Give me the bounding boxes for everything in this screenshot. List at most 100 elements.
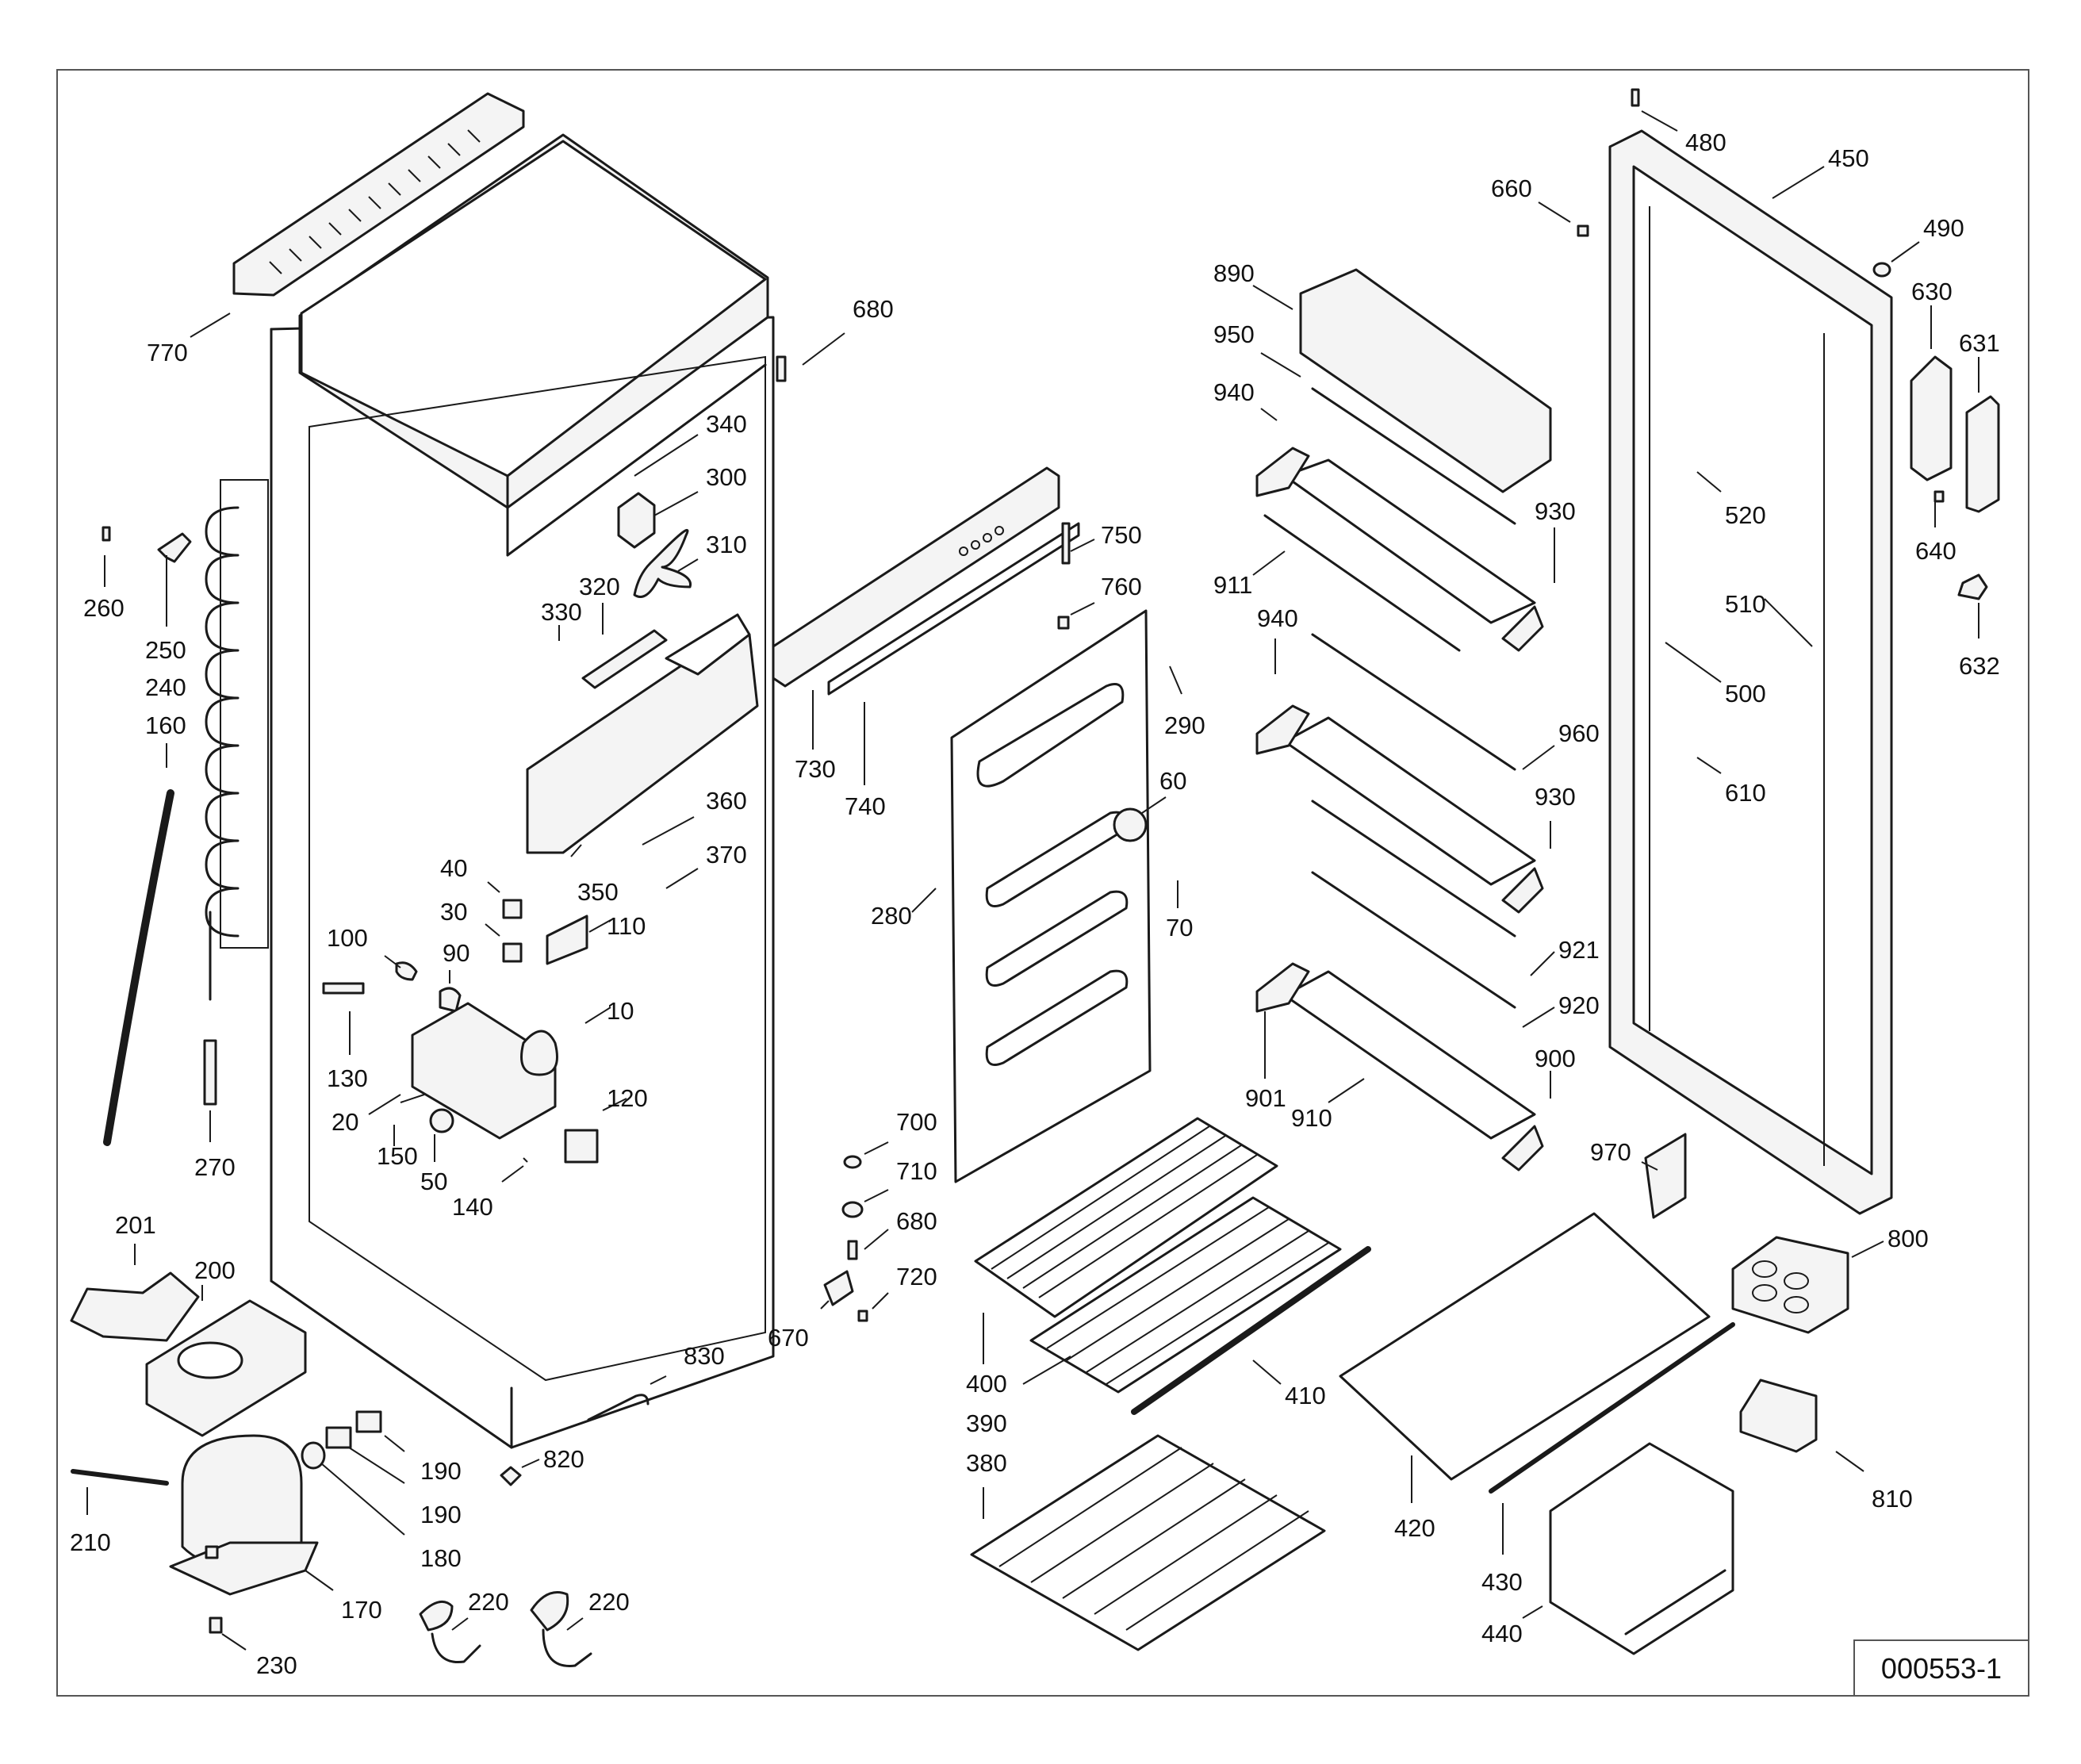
electrical-components bbox=[322, 899, 599, 1164]
callout-180: 180 bbox=[420, 1544, 462, 1572]
callout-230: 230 bbox=[256, 1651, 297, 1679]
callout-760: 760 bbox=[1101, 573, 1142, 600]
door-fittings bbox=[1577, 88, 2000, 600]
callout-160: 160 bbox=[145, 711, 186, 739]
callout-70: 70 bbox=[1166, 914, 1193, 941]
callout-940-upper: 940 bbox=[1213, 378, 1255, 406]
callout-450: 450 bbox=[1828, 144, 1869, 172]
callout-500: 500 bbox=[1725, 680, 1766, 708]
callout-60: 60 bbox=[1159, 767, 1186, 795]
leader-lines bbox=[86, 110, 1979, 1651]
callout-360: 360 bbox=[706, 787, 747, 815]
callout-210: 210 bbox=[70, 1528, 111, 1556]
callout-770: 770 bbox=[147, 339, 188, 366]
callout-680-lower: 680 bbox=[896, 1207, 937, 1235]
callout-390: 390 bbox=[966, 1409, 1007, 1437]
callout-410: 410 bbox=[1285, 1382, 1326, 1409]
mains-plugs bbox=[419, 1591, 592, 1667]
callout-100: 100 bbox=[327, 924, 368, 952]
callout-480: 480 bbox=[1685, 128, 1727, 156]
callout-290: 290 bbox=[1164, 711, 1205, 739]
callout-30: 30 bbox=[440, 898, 467, 926]
callout-740: 740 bbox=[845, 792, 886, 820]
callout-380: 380 bbox=[966, 1449, 1007, 1477]
callout-632: 632 bbox=[1959, 652, 2000, 680]
callout-610: 610 bbox=[1725, 779, 1766, 807]
callout-420: 420 bbox=[1394, 1514, 1435, 1542]
callout-120: 120 bbox=[607, 1084, 648, 1112]
callout-280: 280 bbox=[871, 902, 912, 930]
callout-330: 330 bbox=[541, 598, 582, 626]
callout-300: 300 bbox=[706, 463, 747, 491]
callout-901: 901 bbox=[1245, 1084, 1286, 1112]
compressor-tray bbox=[70, 1271, 307, 1437]
drawing-frame bbox=[56, 69, 2029, 1697]
callout-labels: 770 680 340 300 310 320 330 260 250 240 … bbox=[70, 128, 2000, 1679]
callout-800: 800 bbox=[1887, 1225, 1929, 1252]
callout-150: 150 bbox=[377, 1142, 418, 1170]
callout-730: 730 bbox=[795, 755, 836, 783]
callout-720: 720 bbox=[896, 1263, 937, 1290]
callout-430: 430 bbox=[1481, 1568, 1523, 1596]
callout-250: 250 bbox=[145, 636, 186, 664]
callout-140: 140 bbox=[452, 1193, 493, 1221]
callout-631: 631 bbox=[1959, 329, 2000, 357]
callout-930-upper: 930 bbox=[1535, 497, 1576, 525]
callout-900: 900 bbox=[1535, 1045, 1576, 1072]
callout-700: 700 bbox=[896, 1108, 937, 1136]
callout-640: 640 bbox=[1915, 537, 1956, 565]
callout-90: 90 bbox=[443, 939, 469, 967]
wire-shelves bbox=[970, 1117, 1371, 1651]
callout-320: 320 bbox=[579, 573, 620, 600]
callout-260: 260 bbox=[83, 594, 125, 622]
control-panel bbox=[772, 466, 1080, 696]
callout-510: 510 bbox=[1725, 590, 1766, 618]
callout-340: 340 bbox=[706, 410, 747, 438]
callout-201: 201 bbox=[115, 1211, 156, 1239]
callout-350: 350 bbox=[577, 878, 619, 906]
callout-10: 10 bbox=[607, 997, 634, 1025]
callout-830: 830 bbox=[684, 1342, 725, 1370]
evaporator-plate bbox=[950, 609, 1152, 1183]
callout-911: 911 bbox=[1213, 571, 1252, 599]
callout-440: 440 bbox=[1481, 1620, 1523, 1647]
callout-750: 750 bbox=[1101, 521, 1142, 549]
callout-820: 820 bbox=[543, 1445, 584, 1473]
callout-630: 630 bbox=[1911, 278, 1953, 305]
door-frame bbox=[1608, 129, 1893, 1215]
plate-fittings bbox=[776, 355, 868, 1322]
callout-370: 370 bbox=[706, 841, 747, 869]
callout-920: 920 bbox=[1558, 991, 1600, 1019]
callout-270: 270 bbox=[194, 1153, 236, 1181]
screw-260 bbox=[102, 526, 111, 542]
compressor bbox=[71, 1434, 319, 1634]
callout-50: 50 bbox=[420, 1168, 447, 1195]
callout-710: 710 bbox=[896, 1157, 937, 1185]
top-grille bbox=[232, 92, 525, 297]
callout-190-lower: 190 bbox=[420, 1501, 462, 1528]
callout-890: 890 bbox=[1213, 259, 1255, 287]
drawing-reference-number: 000553-1 bbox=[1881, 1652, 2002, 1685]
callout-190-upper: 190 bbox=[420, 1457, 462, 1485]
callout-910: 910 bbox=[1291, 1104, 1332, 1132]
callout-660: 660 bbox=[1491, 174, 1532, 202]
callout-520: 520 bbox=[1725, 501, 1766, 529]
callout-40: 40 bbox=[440, 854, 467, 882]
fan-assembly bbox=[526, 492, 759, 854]
callout-240: 240 bbox=[145, 673, 186, 701]
condenser-coil bbox=[103, 479, 269, 1146]
crisper-parts bbox=[1339, 1212, 1849, 1655]
callout-810: 810 bbox=[1872, 1485, 1913, 1513]
callout-680: 680 bbox=[853, 295, 894, 323]
callout-310: 310 bbox=[706, 531, 747, 558]
callout-400: 400 bbox=[966, 1370, 1007, 1398]
callout-200: 200 bbox=[194, 1256, 236, 1284]
callout-220-right: 220 bbox=[588, 1588, 630, 1616]
callout-921: 921 bbox=[1558, 936, 1600, 964]
drawing-reference-box: 000553-1 bbox=[1853, 1639, 2029, 1697]
callout-670: 670 bbox=[768, 1324, 809, 1352]
callout-20: 20 bbox=[332, 1108, 358, 1136]
callout-970: 970 bbox=[1590, 1138, 1631, 1166]
callout-490: 490 bbox=[1923, 214, 1964, 242]
